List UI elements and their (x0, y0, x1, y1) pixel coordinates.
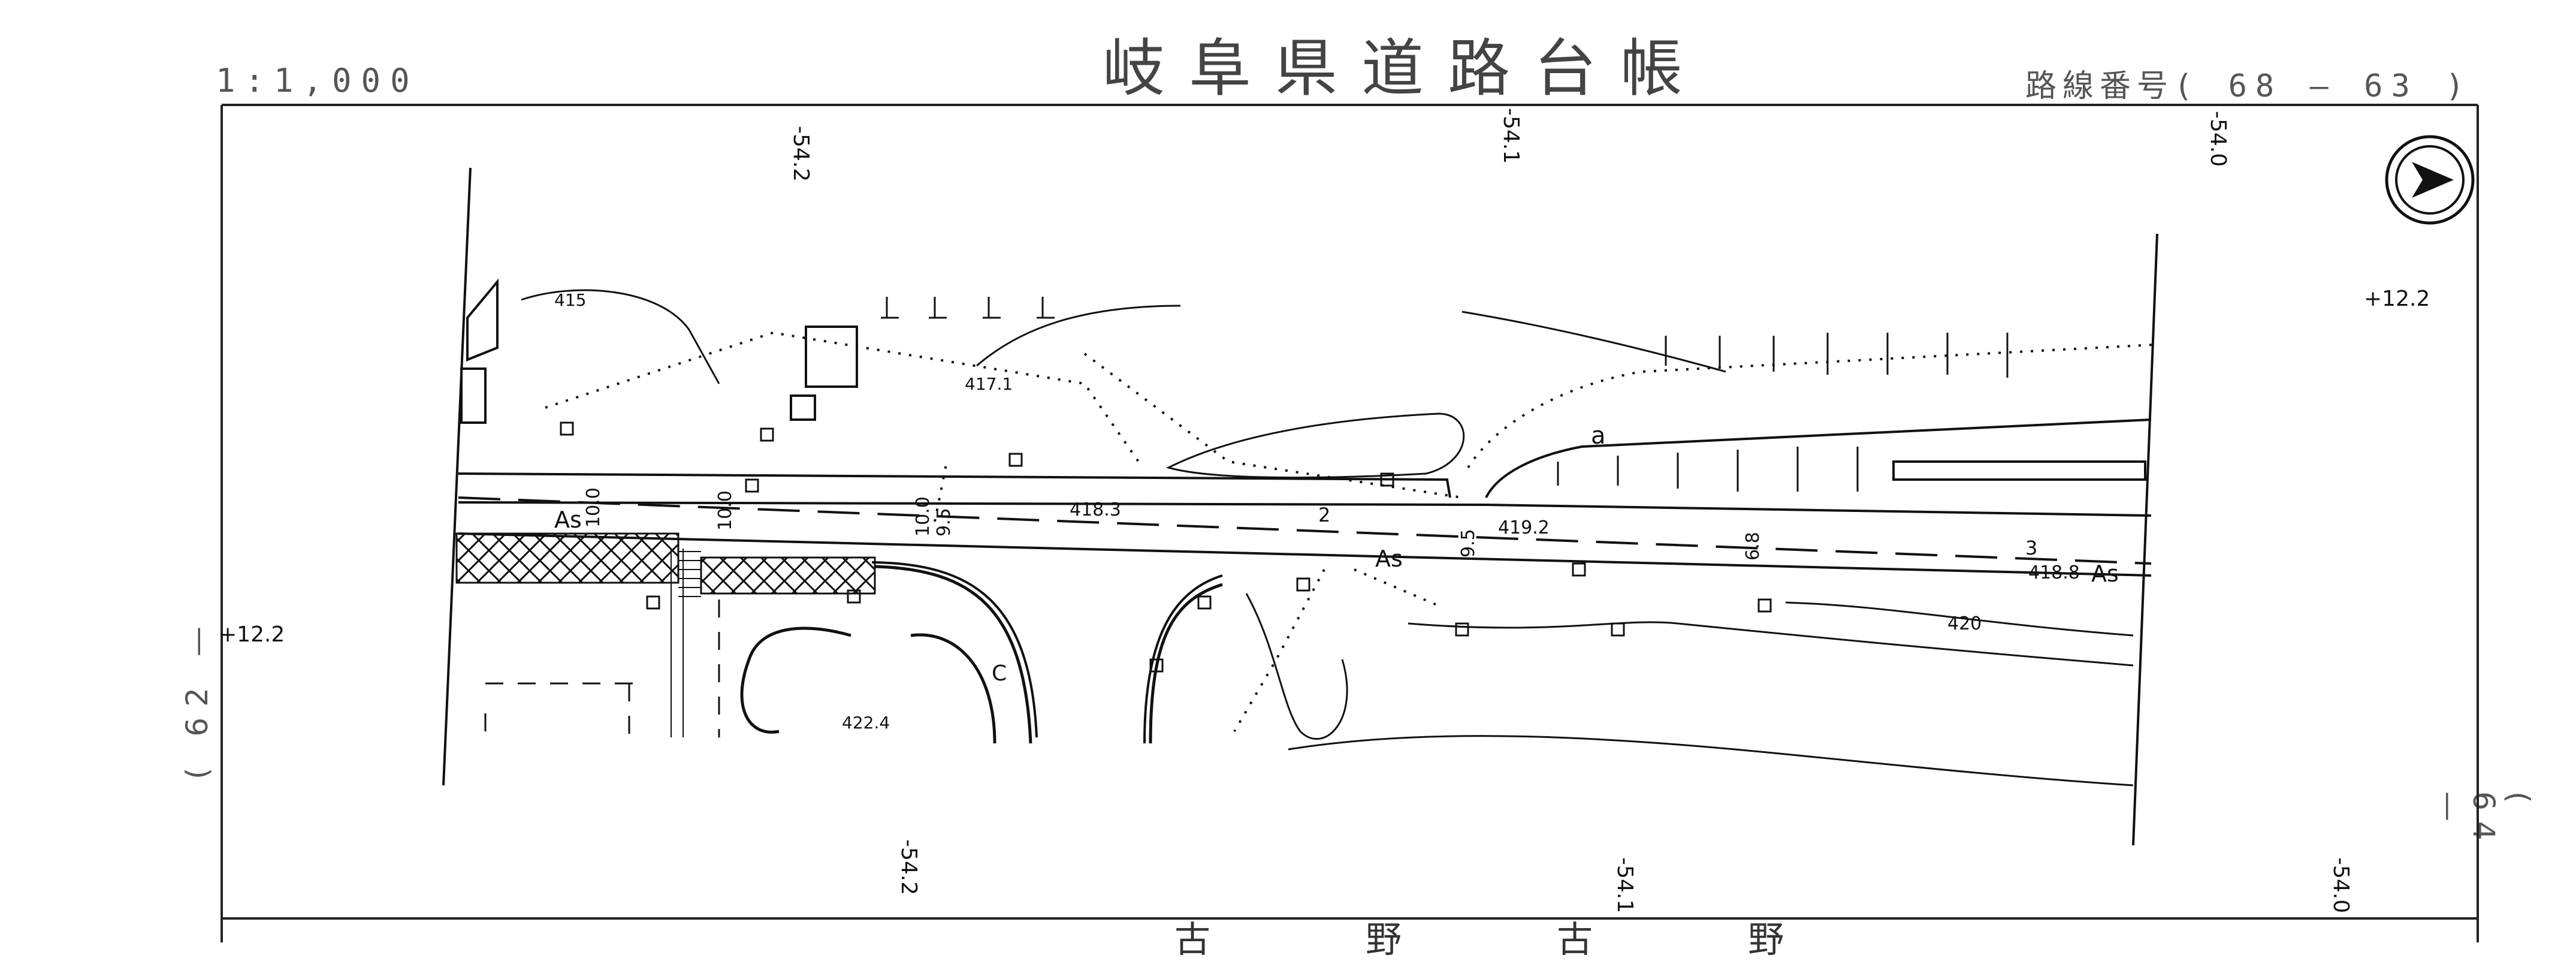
structures (460, 278, 2146, 481)
width-2: 10.0 (715, 490, 736, 531)
left-tick: +12.2 (219, 622, 285, 647)
bottom-tick-1: -54.2 (896, 839, 921, 895)
slope-marks-upper (881, 297, 2009, 492)
contour-415: 415 (554, 290, 586, 310)
bottom-tick-2: -54.1 (1612, 857, 1637, 913)
curved-walls (740, 565, 1223, 744)
elev-2: 419.2 (1498, 517, 1550, 538)
contour-420: 420 (1947, 613, 1982, 634)
utility-symbols (560, 421, 1772, 673)
grid-ticks: -54.2 -54.1 -54.0 -54.2 -54.1 -54.0 +12.… (219, 108, 2430, 913)
top-tick-2: -54.1 (1499, 108, 1523, 164)
route-number: 路線番号( 68 — 63 ) (2025, 71, 2472, 102)
width-5: 9.5 (1458, 529, 1479, 558)
elev-5: 422.4 (842, 713, 890, 733)
hatched-wall-left (455, 532, 680, 584)
sheet-frame (221, 104, 2479, 942)
surface-label-left: As (554, 507, 582, 533)
dashed-boundaries (484, 600, 720, 743)
top-tick-3: -54.0 (2206, 111, 2230, 167)
road-edges (458, 418, 2152, 744)
width-3: 10.0 (913, 496, 934, 537)
contour-lines (521, 289, 2134, 787)
road-labels: As As As 2 3 10.0 10.0 10.0 9.5 9.5 6.8 … (554, 290, 2119, 733)
width-1: 10.0 (583, 487, 604, 528)
map-content-border (442, 167, 2158, 846)
route-number-value: ( 68 — 63 ) (2174, 68, 2473, 104)
bottom-tick-3: -54.0 (2329, 857, 2353, 913)
right-tick: +12.2 (2364, 287, 2430, 311)
route-number-label: 路線番号 (2025, 68, 2175, 104)
elev-1: 418.3 (1070, 499, 1121, 520)
map-scale: 1:1,000 (216, 62, 419, 100)
c-mark: C (992, 661, 1007, 686)
map-title: 岐阜県道路台帳 (1103, 32, 1707, 105)
station-3: 3 (2025, 537, 2037, 559)
north-arrow-icon (2385, 135, 2475, 225)
width-4: 9.5 (934, 508, 955, 537)
station-2: 2 (1318, 504, 1330, 526)
elev-4: 417.1 (965, 374, 1013, 394)
hatched-wall-right (700, 556, 876, 595)
road-centerline (458, 496, 2152, 565)
top-tick-1: -54.2 (789, 126, 813, 182)
width-6: 6.8 (1743, 532, 1763, 561)
elev-3: 418.8 (2028, 562, 2080, 583)
surface-label-mid: As (1375, 546, 1403, 572)
surface-label-right: As (2091, 561, 2119, 587)
branch-mark: a (1591, 422, 1606, 450)
stair-symbol (671, 549, 701, 737)
dotted-boundaries (545, 331, 2155, 733)
